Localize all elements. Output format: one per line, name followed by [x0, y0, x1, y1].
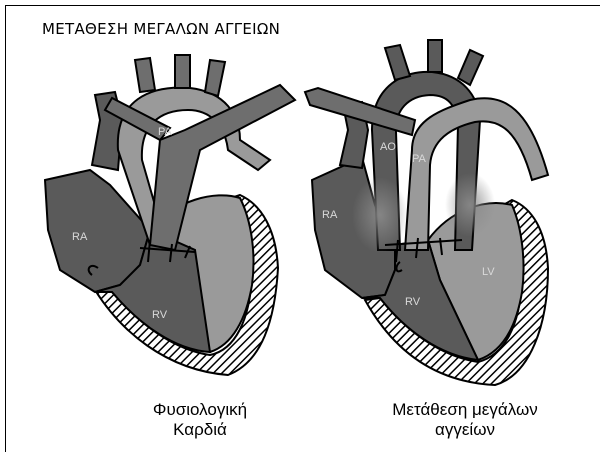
normal-caption-line2: Καρδιά: [125, 420, 275, 440]
transposition-caption-line2: αγγείων: [380, 420, 550, 440]
normal-label-rv: RV: [152, 309, 168, 321]
transposition-septal-shading-2: [445, 173, 495, 237]
transposition-label-pa: PA: [412, 153, 427, 165]
normal-heart: PA RA RV: [45, 55, 295, 375]
transposition-label-ao: AO: [380, 141, 396, 153]
normal-label-ra: RA: [72, 231, 88, 243]
transposition-label-rv: RV: [405, 296, 421, 308]
transposition-caption-line1: Μετάθεση μεγάλων: [380, 400, 550, 420]
transposition-caption: Μετάθεση μεγάλων αγγείων: [380, 400, 550, 440]
transposition-heart: AO PA RA RV LV: [305, 40, 548, 385]
normal-caption-line1: Φυσιολογική: [125, 400, 275, 420]
normal-label-pa: PA: [158, 126, 173, 138]
transposition-septal-shading: [352, 177, 408, 253]
transposition-label-ra: RA: [322, 209, 338, 221]
normal-heart-caption: Φυσιολογική Καρδιά: [125, 400, 275, 440]
transposition-label-lv: LV: [482, 266, 495, 278]
